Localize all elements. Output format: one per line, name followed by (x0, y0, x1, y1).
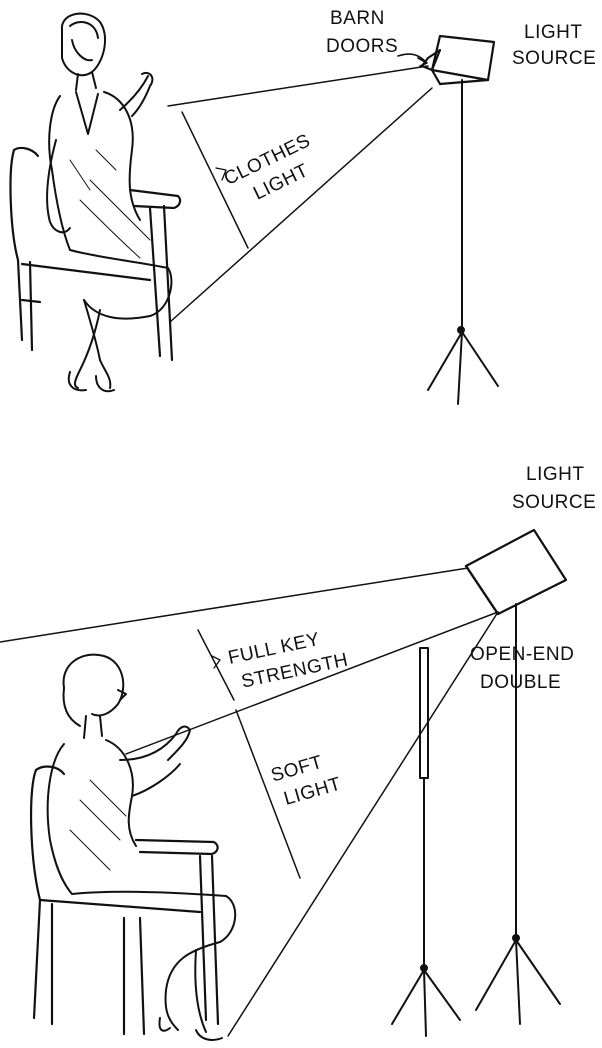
chair-bottom (31, 767, 218, 1034)
light-stand-bottom (476, 604, 560, 1024)
light-source-label-bottom-line2: SOURCE (512, 492, 596, 513)
top-beam-lines (168, 66, 432, 322)
barn-doors-label-line1: BARN (330, 8, 385, 29)
top-panel: BARN DOORS LIGHT SOURCE CLOTHES LIGHT (11, 8, 597, 404)
barn-doors-arrow (398, 54, 427, 66)
light-stand-top (428, 80, 498, 404)
light-source-label-bottom-line1: LIGHT (526, 464, 584, 485)
open-end-label-line1: OPEN-END (470, 644, 574, 665)
light-head-top (422, 36, 494, 84)
open-end-double-stand (392, 648, 460, 1036)
seated-woman-figure-top (47, 14, 171, 392)
barn-doors-label-line2: DOORS (326, 36, 398, 57)
light-source-label-line1: LIGHT (524, 22, 582, 43)
open-end-label-line2: DOUBLE (480, 672, 561, 693)
bottom-panel: LIGHT SOURCE FULL KEY STRENGTH SOFT LIGH… (0, 464, 596, 1040)
light-head-bottom (466, 530, 566, 614)
light-source-label-line2: SOURCE (512, 48, 596, 69)
